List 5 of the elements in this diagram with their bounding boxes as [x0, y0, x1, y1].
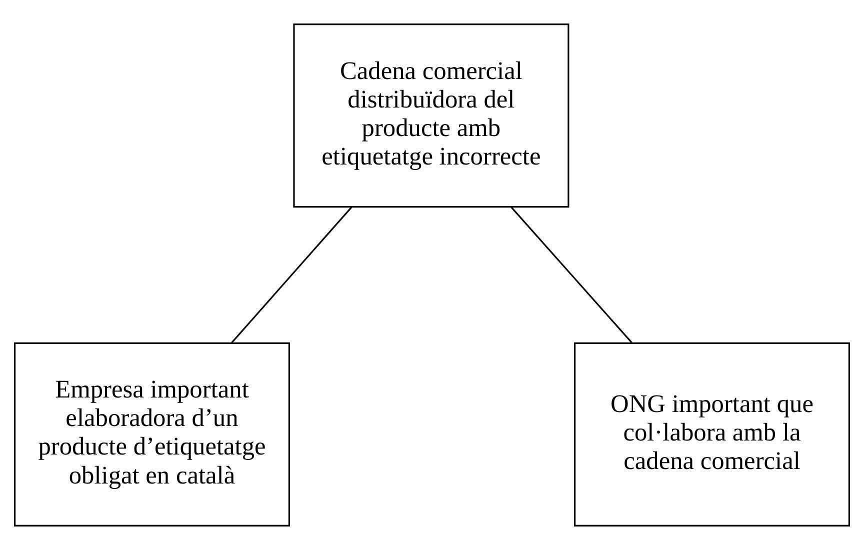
node-box: ONG important que col·labora amb la cadena comercial — [574, 342, 850, 526]
connector — [510, 206, 632, 343]
node-box: Cadena comercial distribuïdora del producte amb etiquetatge incorrecte — [293, 23, 570, 208]
connector — [231, 206, 352, 343]
node-box: Empresa important elaboradora d’un producte d’etiquetatge obligat en català — [14, 342, 290, 526]
